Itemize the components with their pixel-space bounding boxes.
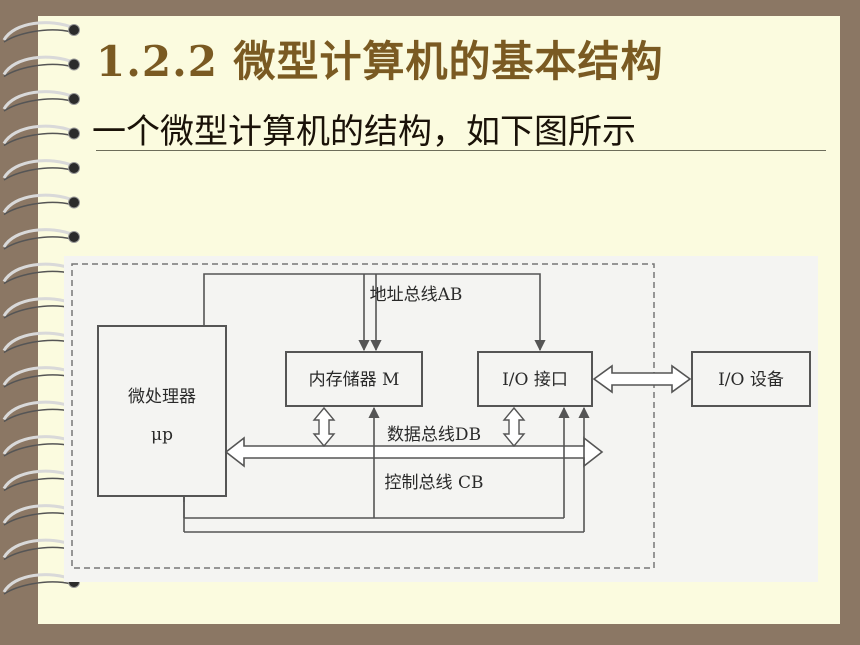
binding-hole	[68, 162, 80, 174]
binding-hole	[68, 196, 80, 209]
binding-hole	[68, 127, 80, 140]
address-bus-label: 地址总线AB	[370, 285, 463, 305]
data-bus	[224, 406, 604, 468]
spiral-ring	[2, 21, 75, 41]
memory-label: 内存储器 M	[309, 370, 400, 390]
spiral-ring	[2, 193, 75, 214]
cpu-symbol: μp	[151, 425, 173, 445]
title-underline	[96, 150, 826, 151]
binding-hole	[68, 24, 80, 36]
slide-subtitle: 一个微型计算机的结构，如下图所示	[92, 112, 636, 152]
spiral-ring-shadow	[3, 546, 73, 561]
diagram-canvas: 微处理器 μp 内存储器 M I/O 接口 I/O 设备 地址总线AB 数据总线…	[71, 263, 811, 569]
memory-box	[285, 351, 423, 407]
spiral-ring	[2, 159, 75, 179]
io-device-box	[691, 351, 811, 407]
spiral-ring-shadow	[3, 477, 73, 492]
spiral-ring	[2, 55, 75, 76]
spiral-ring-shadow	[3, 63, 73, 78]
spiral-ring-shadow	[3, 305, 73, 319]
spiral-ring	[2, 90, 75, 110]
computer-structure-diagram: 微处理器 μp 内存储器 M I/O 接口 I/O 设备 地址总线AB 数据总线…	[64, 256, 818, 582]
spiral-ring-shadow	[3, 201, 73, 216]
spiral-ring-shadow	[3, 339, 73, 354]
system-boundary	[71, 263, 655, 569]
cpu-box	[97, 325, 227, 497]
spiral-ring-shadow	[3, 236, 73, 250]
slide-title: 1.2.2 微型计算机的基本结构	[96, 37, 664, 86]
io-port-box	[477, 351, 593, 407]
address-bus	[203, 273, 546, 352]
control-bus-label: 控制总线 CB	[385, 473, 484, 493]
spiral-ring-shadow	[3, 408, 73, 423]
binding-hole	[68, 58, 80, 71]
io-device-label: I/O 设备	[718, 370, 784, 390]
spiral-ring-shadow	[3, 132, 73, 147]
binding-hole	[68, 231, 80, 243]
spiral-ring	[2, 124, 75, 145]
control-bus	[183, 406, 590, 533]
data-bus-label: 数据总线DB	[387, 425, 481, 445]
io-port-label: I/O 接口	[502, 370, 568, 390]
spiral-ring-shadow	[3, 374, 73, 388]
io-link-arrow	[592, 364, 692, 394]
spiral-ring-shadow	[3, 167, 73, 181]
spiral-ring-shadow	[3, 29, 73, 43]
spiral-ring-shadow	[3, 512, 73, 526]
spiral-ring-shadow	[3, 581, 73, 595]
spiral-ring-shadow	[3, 98, 73, 112]
cpu-label: 微处理器	[128, 387, 196, 407]
spiral-ring-shadow	[3, 443, 73, 457]
binding-hole	[68, 93, 80, 105]
spiral-ring-shadow	[3, 270, 73, 285]
spiral-ring	[2, 228, 75, 248]
